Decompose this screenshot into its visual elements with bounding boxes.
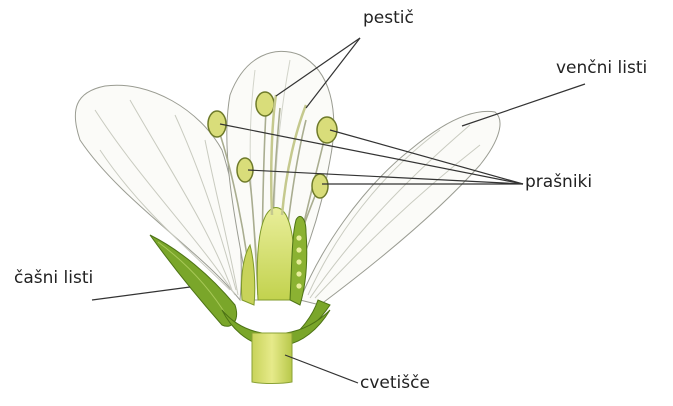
label-stamens: prašniki <box>525 174 592 191</box>
pointer-sepals <box>92 287 190 300</box>
pointer-petals <box>462 84 585 126</box>
label-pistil: pestič <box>363 10 414 27</box>
label-sepals: čašni listi <box>14 270 93 287</box>
label-petals: venčni listi <box>556 60 647 77</box>
label-receptacle: cvetišče <box>360 375 430 392</box>
pointer-receptacle <box>285 355 358 383</box>
